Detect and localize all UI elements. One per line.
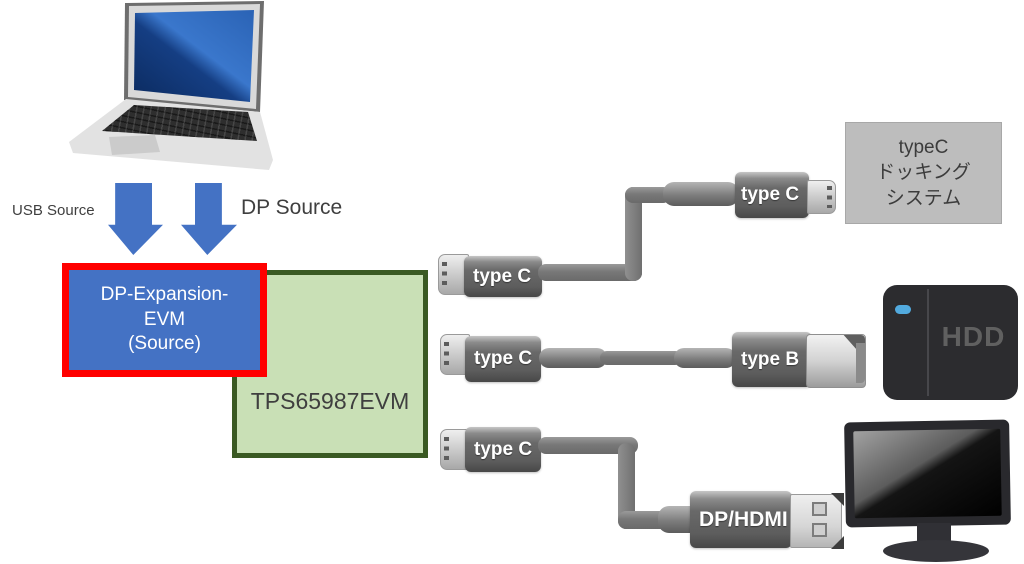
usb-source-label: USB Source — [12, 202, 95, 219]
source-box-line1: DP-Expansion- — [100, 283, 229, 305]
usb-source-arrow-icon — [108, 183, 163, 255]
dock-box-line3: システム — [885, 187, 962, 209]
tps65987evm-label: TPS65987EVM — [250, 388, 410, 414]
cable-segment — [538, 437, 638, 454]
cable-segment — [618, 443, 635, 529]
cable-segment — [625, 187, 642, 281]
dp-hdmi-connector: DP/HDMI — [690, 491, 792, 548]
cable-sleeve — [539, 348, 607, 368]
typeb-plug-icon — [806, 334, 866, 388]
plug-hole — [812, 523, 827, 537]
monitor-screen — [853, 428, 1002, 519]
typec-connector: type C — [735, 172, 809, 218]
hdd-icon: HDD — [883, 285, 1018, 400]
cable-segment — [625, 187, 671, 203]
typec-connector-label: type C — [473, 265, 532, 287]
plug-pins — [444, 436, 449, 463]
laptop-icon — [55, 0, 275, 176]
hdd-label: HDD — [941, 321, 1006, 352]
cable-sleeve — [663, 182, 739, 206]
typec-plug-icon — [807, 180, 836, 214]
plug-pins — [442, 261, 447, 288]
typec-connector-label: type C — [741, 184, 800, 205]
laptop-touchpad — [109, 135, 160, 155]
typec-connector-label: type C — [474, 438, 533, 460]
cable-segment — [538, 264, 642, 281]
monitor-icon — [843, 418, 1015, 564]
typec-connector: type C — [464, 256, 542, 297]
monitor-frame — [844, 419, 1011, 528]
typec-connector-label: type C — [474, 348, 533, 369]
typec-connector: type C — [465, 427, 541, 472]
dp-hdmi-connector-label: DP/HDMI — [699, 507, 788, 531]
plug-pins — [827, 186, 832, 208]
typec-docking-system-box: typeC ドッキング システム — [845, 122, 1002, 224]
source-box-line3: (Source) — [128, 333, 201, 355]
typec-plug-icon — [438, 254, 469, 295]
laptop-screen — [134, 10, 254, 102]
cable-sleeve — [674, 348, 736, 368]
monitor-base — [883, 540, 989, 562]
dp-source-arrow-icon — [181, 183, 237, 255]
dock-box-line2: ドッキング — [876, 162, 971, 184]
typeb-connector: type B — [732, 332, 812, 387]
cable-segment — [600, 351, 682, 365]
hdd-led-icon — [895, 305, 911, 314]
plug-edge — [856, 343, 865, 383]
typec-connector: type C — [465, 336, 541, 382]
usb-a-plug-icon — [790, 493, 844, 549]
plug-hole — [812, 502, 827, 516]
plug-pins — [444, 341, 449, 368]
dp-expansion-evm-box: DP-Expansion- EVM (Source) — [62, 263, 267, 377]
source-box-line2: EVM — [143, 308, 186, 330]
hdd-divider — [927, 289, 929, 396]
cable-segment — [618, 511, 670, 529]
typeb-connector-label: type B — [741, 348, 800, 370]
dock-box-line1: typeC — [898, 137, 949, 159]
dp-source-label: DP Source — [241, 196, 343, 219]
